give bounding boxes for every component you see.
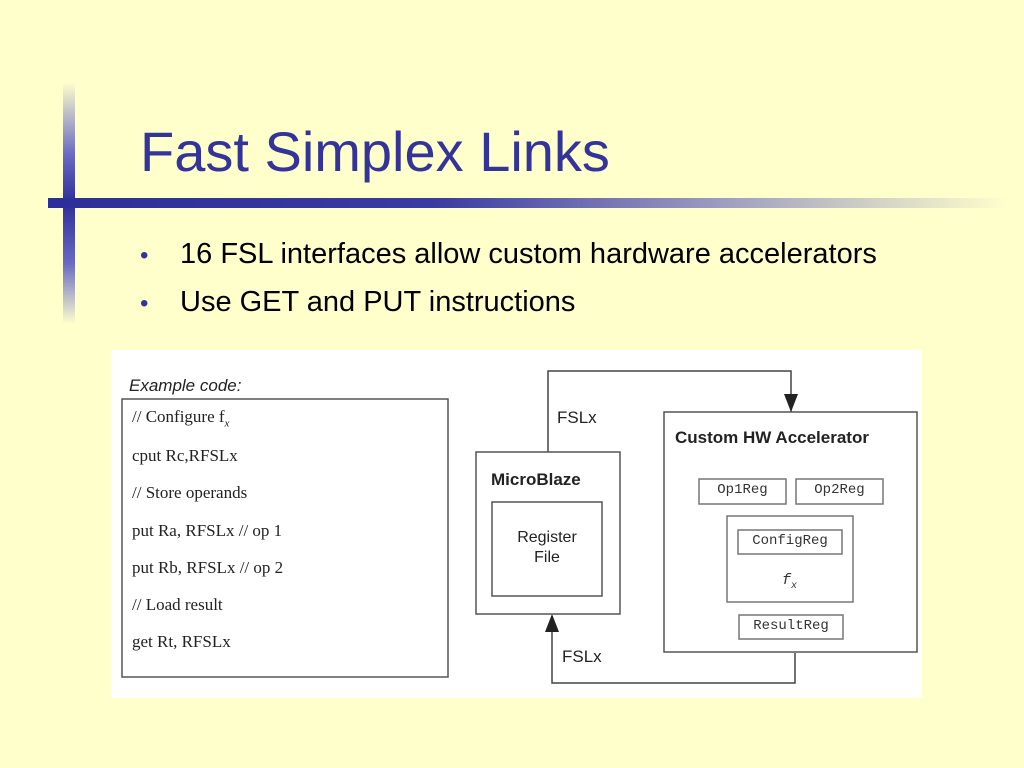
bullet-item: • Use GET and PUT instructions	[140, 280, 877, 328]
bullet-icon: •	[140, 242, 149, 269]
fx-label: fx	[782, 572, 798, 592]
slide-title: Fast Simplex Links	[140, 120, 610, 183]
bullet-item: • 16 FSL interfaces allow custom hardware…	[140, 232, 877, 280]
register-file-line: Register	[517, 529, 577, 546]
op2reg-label: Op2Reg	[814, 482, 865, 498]
register-file-line: File	[534, 549, 560, 566]
bullet-text: 16 FSL interfaces allow custom hardware …	[180, 238, 877, 270]
register-file-label: Register File	[492, 528, 602, 568]
fsl-bottom-label: FSLx	[562, 647, 602, 666]
code-line: get Rt, RFSLx	[132, 632, 231, 651]
code-line: put Rb, RFSLx // op 2	[132, 558, 284, 577]
code-line: put Ra, RFSLx // op 1	[132, 521, 283, 540]
configreg-label: ConfigReg	[752, 533, 828, 549]
configreg-box	[737, 529, 843, 555]
fsl-bottom-arrowhead	[545, 614, 559, 632]
code-box	[121, 398, 449, 678]
code-line: cput Rc,RFSLx	[132, 446, 238, 465]
op1reg-box	[698, 478, 787, 505]
code-line: // Configure fx	[132, 407, 230, 430]
bullet-icon: •	[140, 290, 149, 317]
horizontal-accent-bar	[48, 198, 1008, 208]
bullet-text: Use GET and PUT instructions	[180, 286, 576, 318]
bullet-list: • 16 FSL interfaces allow custom hardware…	[140, 232, 877, 328]
op2reg-box	[795, 478, 884, 505]
op1reg-label: Op1Reg	[717, 482, 768, 498]
accelerator-title: Custom HW Accelerator	[675, 428, 869, 447]
code-line: // Load result	[132, 595, 223, 614]
resultreg-box	[738, 614, 844, 640]
resultreg-label: ResultReg	[753, 618, 829, 634]
fsl-top-arrowhead	[784, 394, 798, 412]
fsl-top-link	[547, 370, 792, 452]
fsl-top-label: FSLx	[557, 408, 597, 427]
example-code-label: Example code:	[129, 376, 242, 395]
fsl-bottom-link	[551, 616, 796, 684]
code-line: // Store operands	[132, 483, 248, 502]
fsl-diagram: Example code: // Configure fx cput Rc,RF…	[111, 350, 922, 698]
microblaze-title: MicroBlaze	[491, 470, 581, 489]
register-file-box	[491, 501, 603, 597]
diagram-lines	[121, 370, 918, 684]
